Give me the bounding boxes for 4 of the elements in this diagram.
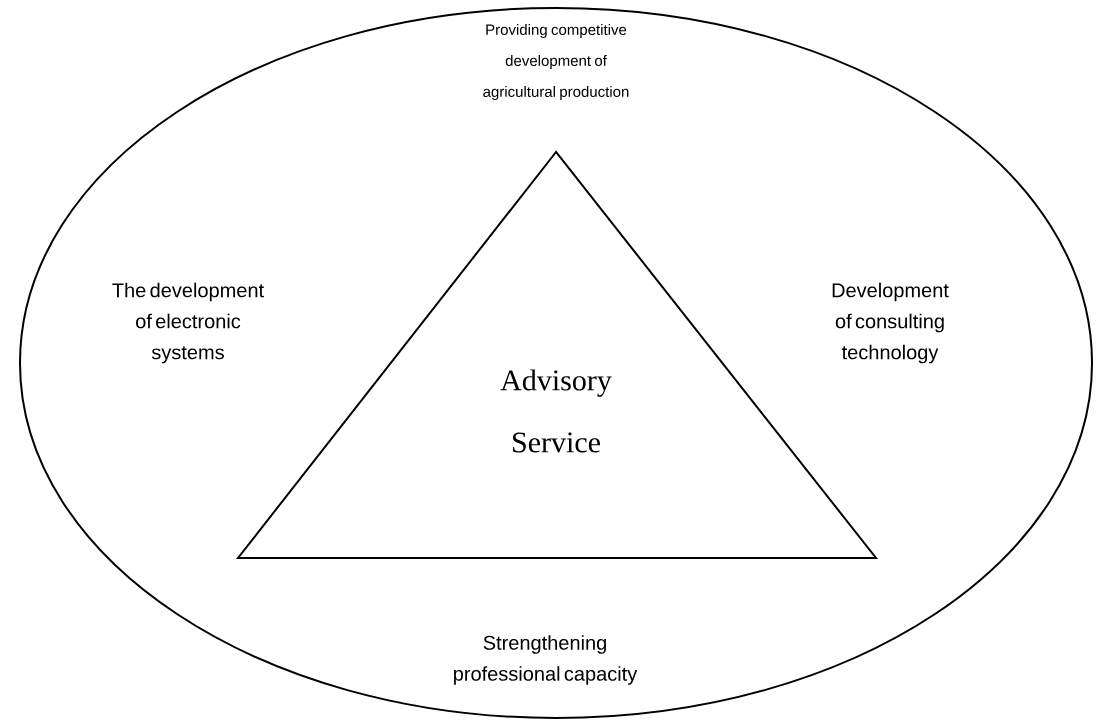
- area-label: Providing competitive development of agricultural production: [483, 24, 629, 100]
- area-label: Development of consulting technology: [832, 282, 949, 364]
- area-label: The development of electronic systems: [112, 282, 264, 364]
- area-label: Strengthening professional capacity: [454, 635, 638, 685]
